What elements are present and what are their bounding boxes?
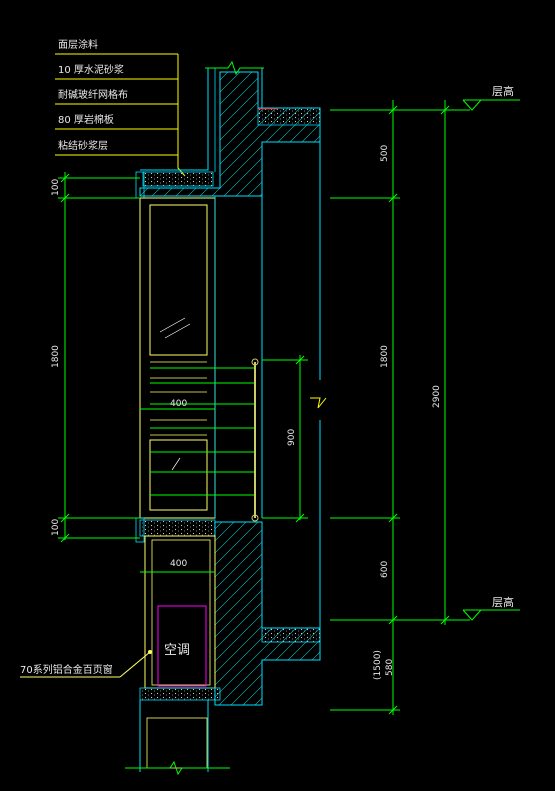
dim-right-1800: 1800 (380, 345, 390, 368)
width-dimensions (140, 408, 215, 573)
louver-label: 70系列铝合金百页窗 (20, 663, 113, 676)
dim-rail-900: 900 (287, 429, 297, 446)
layer-callout: 面层涂料 10 厚水泥砂浆 耐碱玻纤网格布 80 厚岩棉板 粘结砂浆层 (55, 38, 186, 177)
guard-rail (150, 358, 259, 522)
level-mark-bottom: 层高 (462, 595, 520, 621)
dim-left-100-top: 100 (51, 179, 61, 196)
layer-label-4: 80 厚岩棉板 (58, 113, 114, 126)
dim-left-1800: 1800 (51, 345, 61, 368)
dim-right-500: 500 (380, 145, 390, 162)
layer-label-1: 面层涂料 (58, 38, 98, 51)
level-label-bottom: 层高 (492, 595, 514, 609)
lower-wall: 空调 (125, 142, 327, 776)
dim-right-600: 600 (380, 561, 390, 578)
dim-right-2900: 2900 (432, 385, 442, 408)
layer-label-3: 耐碱玻纤网格布 (58, 88, 128, 101)
dim-width-400-upper: 400 (170, 399, 187, 409)
dim-width-400-lower: 400 (170, 559, 187, 569)
level-mark-top: 层高 (462, 84, 520, 111)
window (139, 196, 263, 519)
layer-label-2: 10 厚水泥砂浆 (58, 63, 124, 76)
level-label-top: 层高 (492, 84, 514, 98)
dim-right-580: 580 (385, 659, 395, 676)
right-dimensions (330, 100, 470, 715)
left-dimensions (58, 172, 140, 543)
aircon-label: 空调 (164, 643, 190, 658)
layer-label-5: 粘结砂浆层 (58, 139, 108, 152)
dim-right-1500: (1500) (373, 650, 383, 680)
rail-dimension (262, 355, 308, 523)
upper-wall (135, 60, 321, 199)
dim-left-100-bottom: 100 (51, 519, 61, 536)
louver-callout: 70系列铝合金百页窗 (20, 650, 152, 678)
